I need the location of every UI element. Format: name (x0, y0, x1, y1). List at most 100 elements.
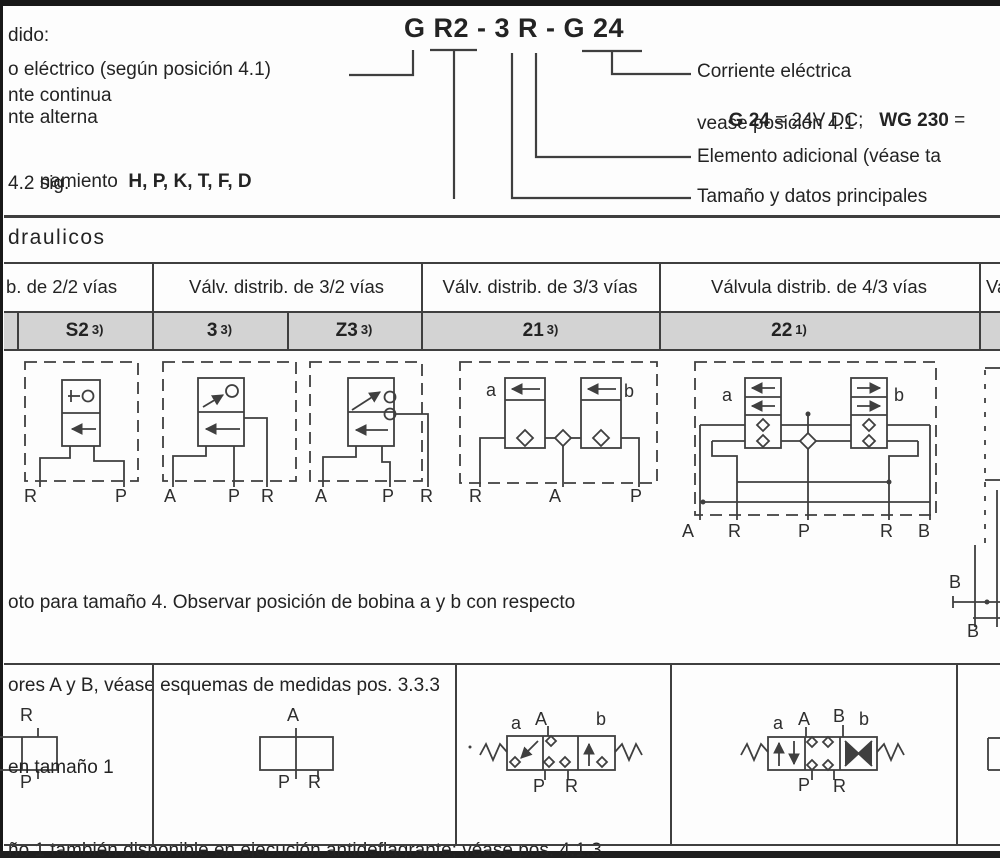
header-col5-cut: Va (986, 275, 1000, 297)
code-21: 21 (522, 319, 544, 341)
footnote-line: en tamaño 1 (8, 757, 114, 778)
table-line (979, 262, 981, 351)
bottom-symbol-2-2-drawing (0, 728, 58, 779)
table-line (4, 663, 1000, 665)
port-label: P (630, 486, 643, 506)
header-3-3-vias: Válv. distrib. de 3/3 vías (442, 275, 638, 297)
port-label: P (228, 486, 241, 506)
port-label: A (682, 521, 695, 541)
port-label: R (833, 776, 846, 796)
code-3-footnote: 3) (220, 322, 233, 337)
port-label: B (833, 706, 846, 726)
label-vease-posicion: vease posición 4.1 (697, 113, 855, 134)
port-label: P (798, 521, 811, 541)
port-label: R (308, 772, 321, 792)
port-label: A (535, 709, 548, 729)
port-label: A (798, 709, 811, 729)
ordering-code: G R2 - 3 R - G 24 (404, 13, 625, 43)
label-corriente-electrica: Corriente eléctrica (697, 61, 852, 82)
port-label: R (420, 486, 433, 506)
port-label: R (728, 521, 741, 541)
table-line (4, 349, 1000, 351)
voltage-wg230: WG 230 (879, 109, 949, 131)
bottom-border-bar (0, 851, 1000, 858)
section-title: draulicos (8, 226, 106, 249)
cut-column-fragment-drawing (952, 367, 1000, 627)
table-line (421, 262, 423, 351)
port-label: A (549, 486, 562, 506)
label-corriente-continua: nte continua (8, 85, 112, 106)
solenoid-label: a (773, 713, 784, 733)
left-border-bar (0, 0, 3, 851)
port-label: B (949, 572, 962, 592)
table-line (152, 262, 154, 351)
label-corriente-alterna: nte alterna (8, 107, 98, 128)
header-3-2-vias: Válv. distrib. de 3/2 vías (188, 275, 385, 297)
code-3: 3 (206, 319, 218, 341)
port-label: P (533, 776, 546, 796)
port-label: P (115, 486, 128, 506)
port-label: P (278, 772, 291, 792)
symbol-s2-drawing (24, 361, 139, 487)
port-label: P (20, 772, 33, 792)
port-label: A (164, 486, 177, 506)
label-mando-electrico: o eléctrico (según posición 4.1) (8, 59, 271, 80)
port-label: A (287, 705, 300, 725)
voltage-g24-eq: = 24V DC; (769, 109, 880, 131)
code-s2-footnote: 3) (91, 322, 104, 337)
bottom-symbol-3-3-drawing (468, 726, 643, 780)
table-line (4, 262, 1000, 264)
table-line (17, 311, 19, 349)
table-line (287, 311, 289, 349)
port-label: B (918, 521, 931, 541)
table-line (670, 663, 672, 846)
label-voltage-values: G 24 = 24V DC; WG 230 = (697, 88, 966, 154)
solenoid-label: a (722, 385, 733, 405)
symbol-3-drawing (162, 361, 297, 487)
label-elemento-adicional: Elemento adicional (véase ta (697, 146, 941, 167)
port-label: R (20, 705, 33, 725)
port-label: P (382, 486, 395, 506)
port-label: R (469, 486, 482, 506)
table-line (659, 262, 661, 351)
footnote-line: oto para tamaño 4. Observar posición de … (8, 592, 576, 613)
header-2-2-vias: b. de 2/2 vías (6, 275, 118, 297)
code-z3: Z3 (335, 319, 358, 341)
port-label: P (798, 775, 811, 795)
solenoid-label: b (859, 709, 870, 729)
table-line (4, 311, 1000, 313)
header-4-3-vias: Válvula distrib. de 4/3 vías (711, 275, 927, 297)
label-tamano-datos: Tamaño y datos principales (697, 186, 928, 207)
port-label: R (261, 486, 274, 506)
solenoid-label: a (511, 713, 522, 733)
code-row-background (4, 312, 1000, 349)
code-s2: S2 (65, 319, 89, 341)
bottom-symbol-4-3-drawing (740, 725, 905, 780)
table-line (455, 663, 457, 846)
code-22-footnote: 1) (795, 322, 807, 337)
symbol-22-drawing (694, 361, 937, 520)
port-label: R (565, 776, 578, 796)
port-label: A (315, 486, 328, 506)
footnotes-block: oto para tamaño 4. Observar posición de … (8, 534, 602, 858)
section-divider (4, 215, 1000, 218)
voltage-wg230-eq: = (948, 109, 966, 131)
voltage-g24: G 24 (728, 109, 770, 131)
port-label: B (967, 621, 980, 641)
code-z3-footnote: 3) (360, 322, 373, 337)
symbol-21-drawing (459, 361, 658, 487)
symbol-z3-drawing (309, 361, 429, 487)
code-22: 22 (771, 319, 793, 341)
solenoid-label: b (894, 385, 905, 405)
code-21-footnote: 3) (546, 322, 559, 337)
label-posicion-sig: 4.2 sig. (8, 173, 70, 194)
label-accionamiento: namiento H, P, K, T, F, D (8, 149, 252, 215)
code-connector-lines (349, 48, 691, 200)
port-label: R (880, 521, 893, 541)
footnote-line: ño 1 también disponible en ejecución ant… (8, 839, 602, 858)
